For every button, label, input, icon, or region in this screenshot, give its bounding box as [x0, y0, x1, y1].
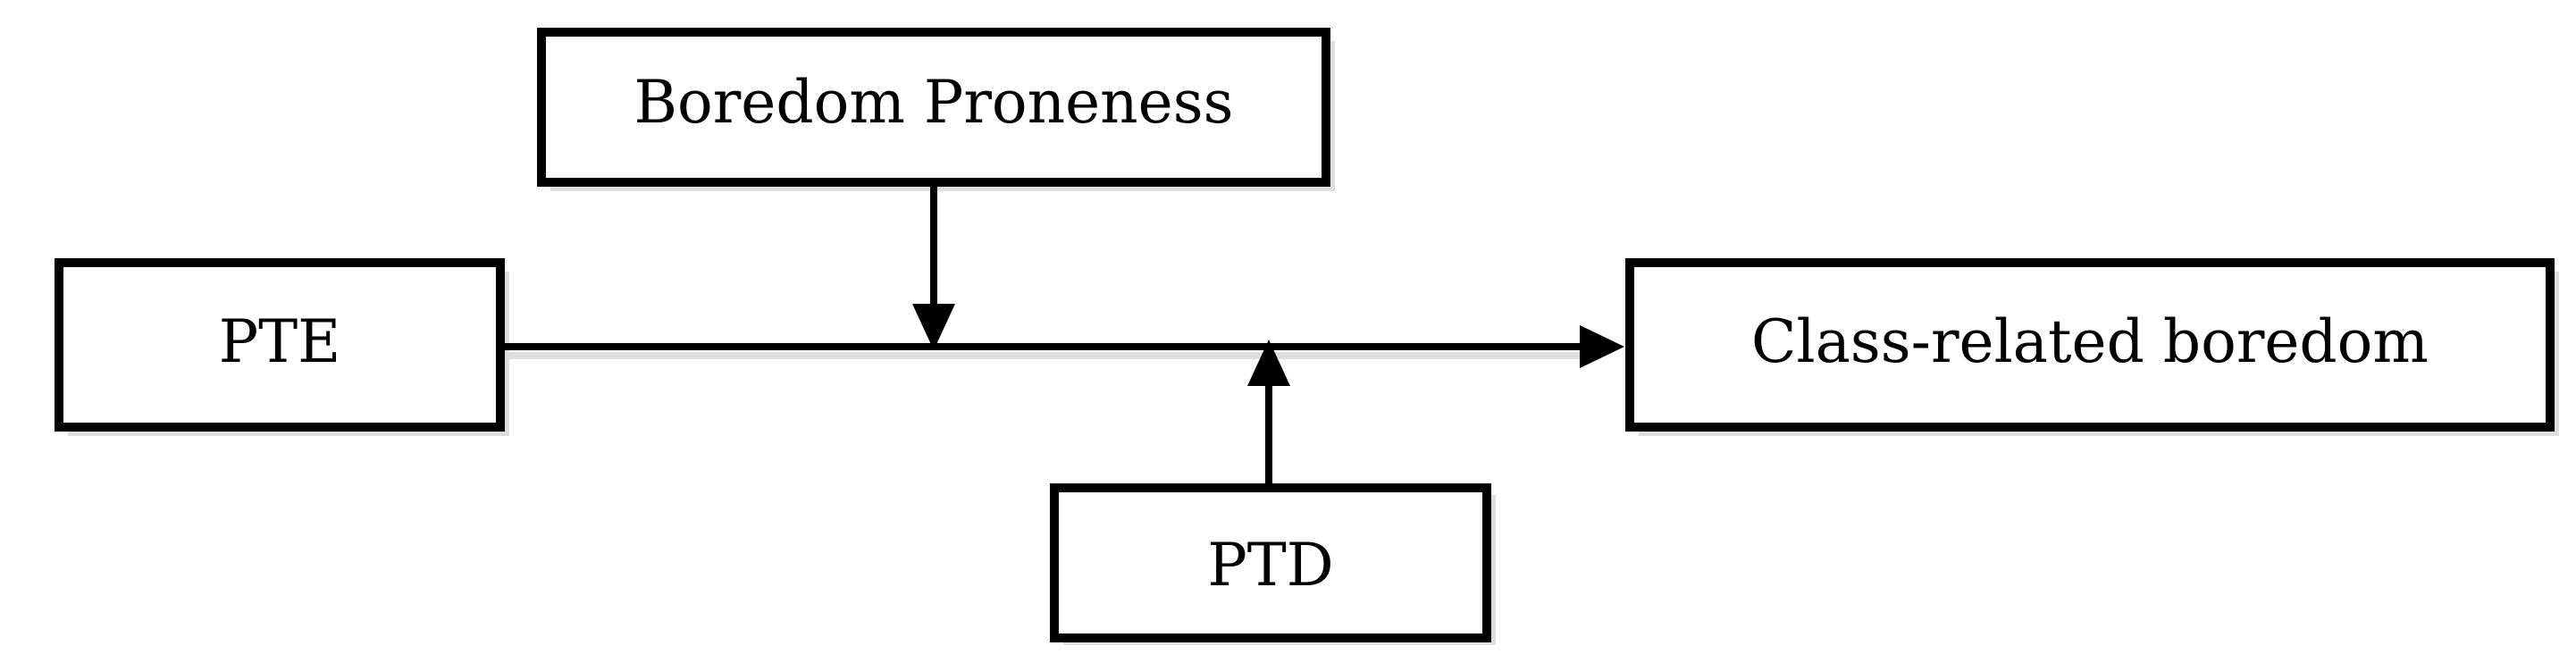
node-pte: PTE	[55, 258, 505, 432]
node-class-related-boredom-label: Class-related boredom	[1751, 307, 2429, 376]
node-pte-label: PTE	[219, 307, 341, 376]
arrowhead-down-icon	[912, 304, 955, 350]
edge-ptd-to-path	[1247, 340, 1290, 488]
edge-pte-to-boredom	[502, 325, 1624, 368]
node-ptd: PTD	[1050, 483, 1491, 642]
arrowhead-up-icon	[1247, 340, 1290, 386]
edge-boredom-proneness-to-path	[912, 184, 955, 350]
node-boredom-proneness: Boredom Proneness	[537, 28, 1330, 187]
node-class-related-boredom: Class-related boredom	[1625, 258, 2555, 432]
node-ptd-label: PTD	[1207, 531, 1333, 600]
node-boredom-proneness-label: Boredom Proneness	[634, 68, 1234, 137]
arrowhead-right-icon	[1580, 325, 1624, 368]
